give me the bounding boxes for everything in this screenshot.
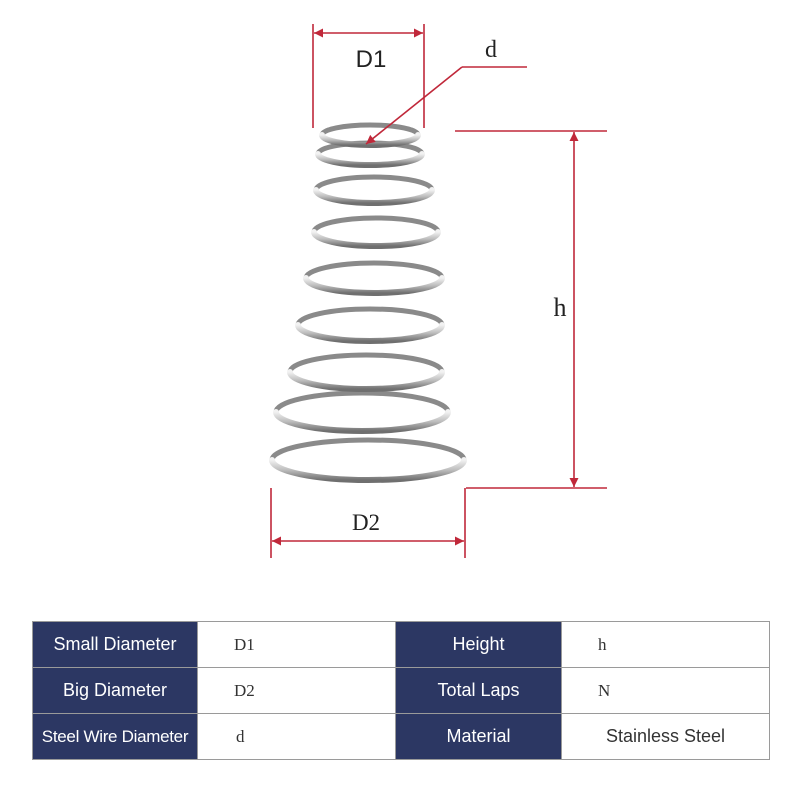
material-label: Material	[395, 713, 562, 760]
small-diameter-value: D1	[197, 621, 396, 668]
big-diameter-value: D2	[197, 667, 396, 714]
small-diameter-label: Small Diameter	[32, 621, 198, 668]
d-leader	[365, 66, 527, 145]
d2-dimension	[270, 488, 466, 558]
total-laps-value: N	[561, 667, 770, 714]
table-row: Small Diameter D1 Height h	[32, 621, 770, 668]
conical-spring	[269, 122, 467, 486]
d1-dimension	[312, 24, 425, 128]
spec-table: Small Diameter D1 Height h Big Diameter …	[32, 621, 770, 760]
wire-diameter-value: d	[197, 713, 396, 760]
wire-diameter-label: Steel Wire Diameter	[32, 713, 198, 760]
spring-diagram: D1 d h D2	[269, 24, 607, 558]
h-label: h	[554, 293, 567, 322]
d-label: d	[485, 37, 497, 63]
total-laps-label: Total Laps	[395, 667, 562, 714]
big-diameter-label: Big Diameter	[32, 667, 198, 714]
height-value: h	[561, 621, 770, 668]
table-row: Steel Wire Diameter d Material Stainless…	[32, 713, 770, 760]
h-dimension	[455, 130, 607, 489]
table-row: Big Diameter D2 Total Laps N	[32, 667, 770, 714]
material-value: Stainless Steel	[561, 713, 770, 760]
d2-label: D2	[352, 510, 380, 535]
spring-coils-back	[269, 122, 467, 463]
d-leader-arrow	[365, 66, 463, 145]
height-label: Height	[395, 621, 562, 668]
d1-label: D1	[356, 46, 387, 73]
spring-coils-front	[269, 132, 467, 486]
